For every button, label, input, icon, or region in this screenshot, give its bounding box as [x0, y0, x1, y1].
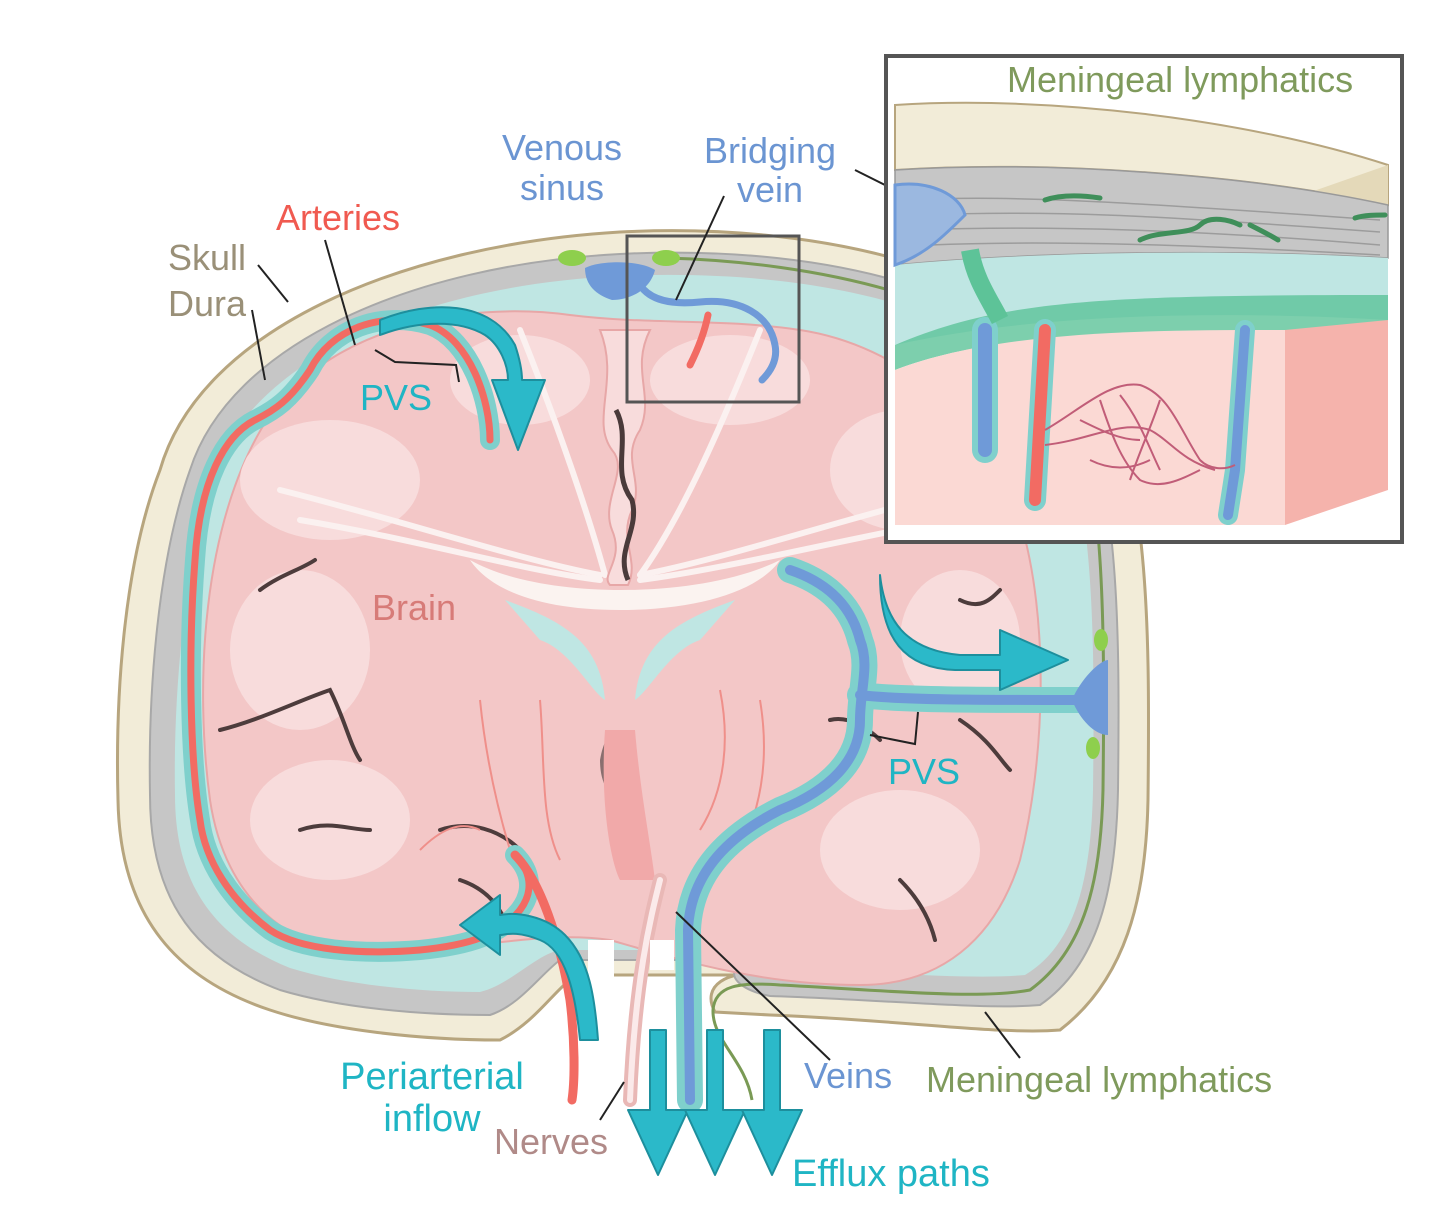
inset-capillary-bed — [1044, 383, 1236, 486]
periarterial-inflow-arrow — [459, 894, 599, 1041]
inset-pvs-connection — [961, 248, 1009, 325]
venous-sinus-top — [585, 262, 655, 300]
brainstem — [603, 730, 655, 880]
label-pvs-upper: PVS — [360, 377, 432, 418]
label-veins: Veins — [804, 1055, 892, 1096]
label-nerves: Nerves — [494, 1121, 608, 1162]
efflux-arrow-down-2 — [684, 1029, 746, 1176]
nerve-core — [627, 877, 663, 1103]
inset-panel — [884, 54, 1404, 544]
sulci — [218, 558, 1012, 942]
lymph-node — [652, 250, 680, 266]
label-pvs-right: PVS — [888, 751, 960, 792]
label-brain: Brain — [372, 587, 456, 628]
inset-vein-right-core — [1223, 325, 1250, 520]
inset-lymphatics — [1042, 193, 1388, 243]
artery-left — [187, 316, 533, 956]
corpus-callosum — [470, 560, 780, 610]
efflux-arrow-right — [879, 574, 1069, 691]
label-skull: Skull — [168, 237, 246, 278]
label-bridging-vein-line1: Bridging — [704, 130, 836, 171]
flow-arrows — [379, 306, 1069, 1176]
inset-brain-side — [1285, 320, 1388, 525]
label-meningeal-lymphatics-inset: Meningeal lymphatics — [1007, 59, 1353, 100]
inset-dura-fibers — [909, 197, 1381, 256]
label-meningeal-lymphatics-bottom: Meningeal lymphatics — [926, 1059, 1272, 1100]
venous-sinus-side — [1072, 660, 1108, 735]
lymph-node — [558, 250, 586, 266]
head-cross-section — [115, 229, 1151, 1113]
label-periarterial-inflow-line1: Periarterial — [340, 1056, 524, 1098]
lymph-node — [1086, 737, 1100, 759]
label-efflux-paths: Efflux paths — [792, 1153, 990, 1195]
midline-fissure — [598, 329, 652, 586]
bridging-artery — [686, 311, 712, 369]
label-periarterial-inflow-line2: inflow — [383, 1098, 481, 1140]
pvs-inflow-arrow-top — [379, 306, 546, 451]
label-venous-sinus-line1: Venous — [502, 127, 622, 168]
inset-artery-core — [1029, 324, 1051, 506]
fissure-dark — [613, 408, 636, 581]
lymph-node — [1094, 629, 1108, 651]
label-dura: Dura — [168, 283, 247, 324]
vein-main — [682, 565, 1085, 1105]
efflux-arrow-down-1 — [627, 1029, 689, 1176]
bridging-vein — [636, 281, 780, 384]
label-arteries: Arteries — [276, 197, 400, 238]
foramen-gap — [650, 940, 674, 970]
zoom-box — [625, 234, 801, 404]
efflux-arrow-down-3 — [741, 1029, 803, 1176]
label-bridging-vein-line2: vein — [737, 169, 803, 210]
inset-venous-sinus — [893, 182, 967, 268]
label-venous-sinus-line2: sinus — [520, 167, 604, 208]
artery-inflow — [510, 850, 579, 1105]
ventricles — [505, 600, 735, 700]
